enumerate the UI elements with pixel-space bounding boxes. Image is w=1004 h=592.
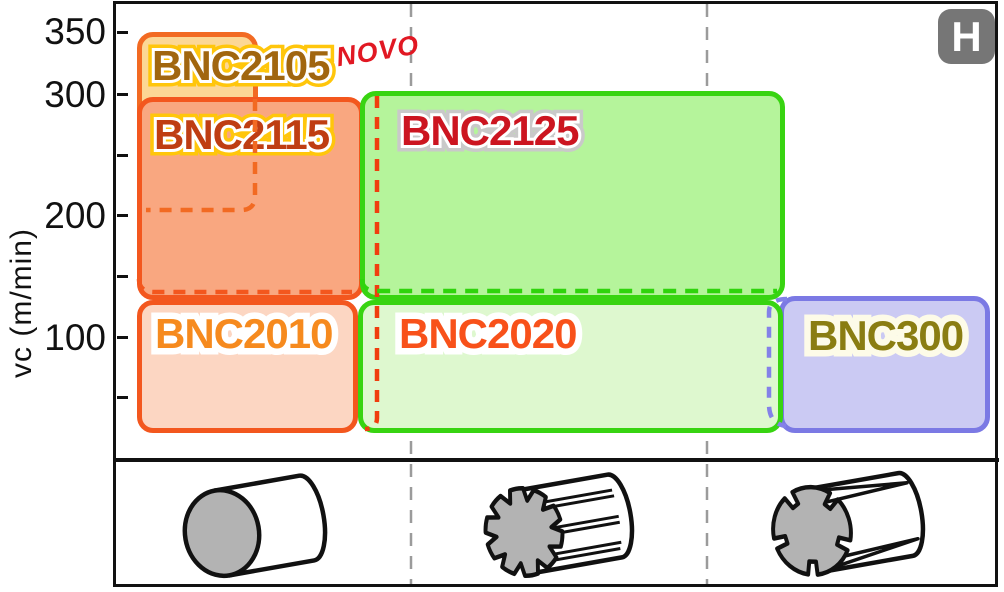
y-axis-tick-100 [117, 336, 128, 339]
y-axis-tick-250 [117, 154, 128, 157]
y-axis-tick-200 [117, 214, 128, 217]
y-axis-title: vc (m/min) [5, 228, 38, 378]
y-axis-tick-150 [117, 275, 128, 278]
y-axis-tick-50 [117, 396, 128, 399]
icon-band-divider [115, 458, 999, 462]
y-tick-label-300: 300 [44, 74, 106, 115]
iso-h-badge: H [938, 9, 995, 64]
y-axis-tick-350 [117, 31, 128, 34]
y-axis-tick-300 [117, 93, 128, 96]
y-tick-label-350: 350 [44, 11, 106, 52]
plot-frame [113, 1, 998, 587]
y-tick-label-200: 200 [44, 195, 106, 236]
y-tick-label-100: 100 [44, 317, 106, 358]
iso-h-badge-letter: H [951, 12, 982, 60]
